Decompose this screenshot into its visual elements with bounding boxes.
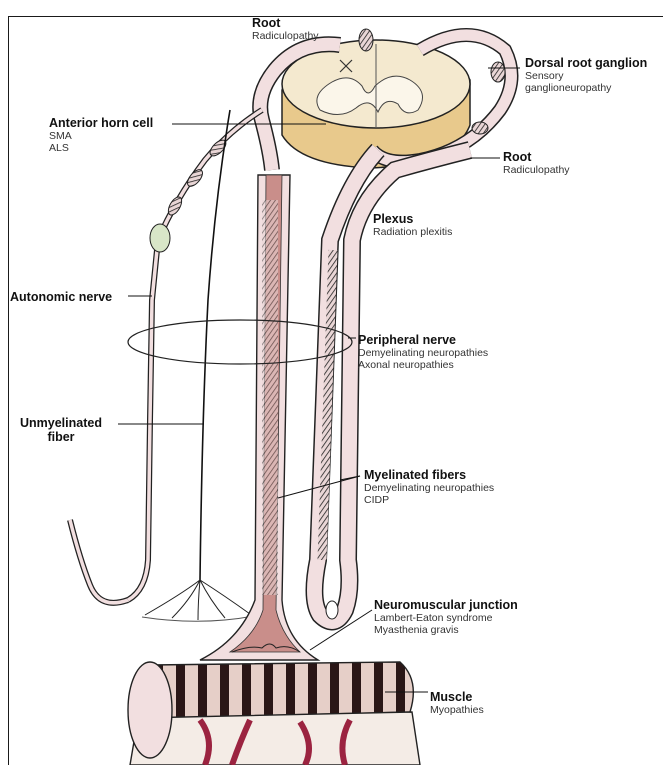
- unmyelinated-fiber: [142, 110, 254, 621]
- label-muscle-title: Muscle: [430, 690, 484, 704]
- label-myel-line1: Demyelinating neuropathies: [364, 482, 494, 494]
- label-drg-line1: Sensory: [525, 70, 647, 82]
- label-pn-line1: Demyelinating neuropathies: [358, 347, 488, 359]
- label-nmj-title: Neuromuscular junction: [374, 598, 518, 612]
- label-root-top: Root Radiculopathy: [252, 16, 319, 42]
- label-muscle-line: Myopathies: [430, 704, 484, 716]
- label-nmj-line2: Myasthenia gravis: [374, 624, 518, 636]
- label-unmyelinated-fiber: Unmyelinated fiber: [20, 416, 102, 444]
- label-plexus-title: Plexus: [373, 212, 452, 226]
- muscle-block: [128, 662, 420, 765]
- motor-axon-trunk: [200, 175, 318, 660]
- label-autonomic-nerve: Autonomic nerve: [10, 290, 112, 304]
- label-myel-title: Myelinated fibers: [364, 468, 494, 482]
- label-neuromuscular-junction: Neuromuscular junction Lambert-Eaton syn…: [374, 598, 518, 636]
- label-root-right: Root Radiculopathy: [503, 150, 570, 176]
- label-myel-line2: CIDP: [364, 494, 494, 506]
- label-plexus-line: Radiation plexitis: [373, 226, 452, 238]
- label-ahc-line1: SMA: [49, 130, 153, 142]
- label-unmyel-line2: fiber: [20, 430, 102, 444]
- label-root-top-title: Root: [252, 16, 319, 30]
- label-pn-title: Peripheral nerve: [358, 333, 488, 347]
- label-pn-line2: Axonal neuropathies: [358, 359, 488, 371]
- label-peripheral-nerve: Peripheral nerve Demyelinating neuropath…: [358, 333, 488, 371]
- label-drg-title: Dorsal root ganglion: [525, 56, 647, 70]
- label-nmj-line1: Lambert-Eaton syndrome: [374, 612, 518, 624]
- label-root-top-line: Radiculopathy: [252, 30, 319, 42]
- label-root-right-title: Root: [503, 150, 570, 164]
- label-plexus: Plexus Radiation plexitis: [373, 212, 452, 238]
- label-autonomic-title: Autonomic nerve: [10, 290, 112, 304]
- label-myelinated-fibers: Myelinated fibers Demyelinating neuropat…: [364, 468, 494, 506]
- label-root-right-line: Radiculopathy: [503, 164, 570, 176]
- label-unmyel-line1: Unmyelinated: [20, 416, 102, 430]
- autonomic-nerve-fiber: [70, 110, 262, 603]
- label-dorsal-root-ganglion: Dorsal root ganglion Sensory ganglioneur…: [525, 56, 647, 94]
- label-ahc-line2: ALS: [49, 142, 153, 154]
- label-drg-line2: ganglioneuropathy: [525, 82, 647, 94]
- label-ahc-title: Anterior horn cell: [49, 116, 153, 130]
- label-muscle: Muscle Myopathies: [430, 690, 484, 716]
- label-anterior-horn-cell: Anterior horn cell SMA ALS: [49, 116, 153, 154]
